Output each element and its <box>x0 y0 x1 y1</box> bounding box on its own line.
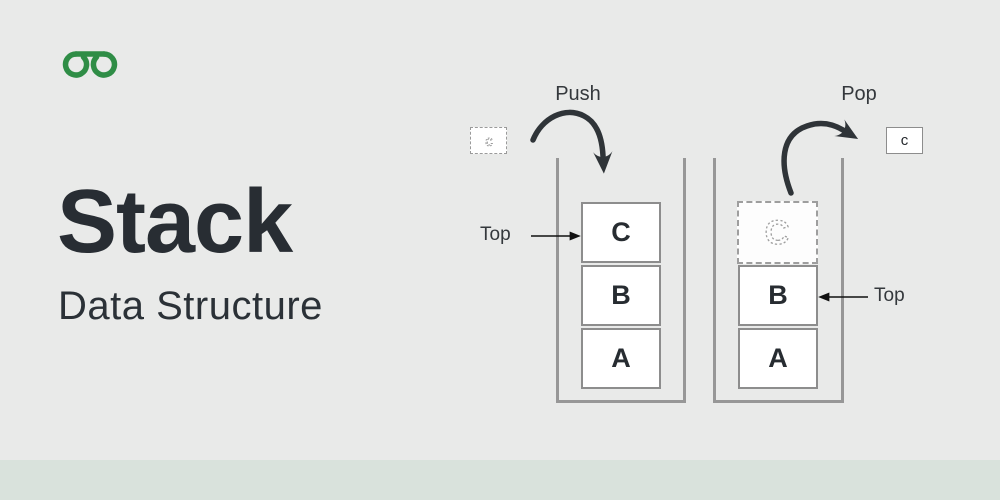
push-operation-label: Push <box>555 83 601 105</box>
pop-arrow <box>781 119 859 196</box>
pop-operation-label: Pop <box>841 83 877 105</box>
push-incoming-item-box: c <box>470 127 507 154</box>
pop-stack-ghost-item: C <box>737 201 818 264</box>
push-stack-item-a: A <box>581 328 661 389</box>
pop-ghost-glyph: C <box>764 213 790 252</box>
push-top-arrow <box>531 231 581 241</box>
pop-top-arrow <box>818 292 868 302</box>
pop-stack-item-b-label: B <box>768 280 788 310</box>
push-stack-item-b: B <box>581 265 661 326</box>
push-incoming-item-glyph: c <box>484 132 493 150</box>
page-title: Stack <box>57 172 293 272</box>
push-stack-item-b-label: B <box>611 280 631 310</box>
pop-stack-container <box>713 158 844 403</box>
page-subtitle: Data Structure <box>58 284 323 328</box>
pop-popped-item-box: c <box>886 127 923 154</box>
pop-stack-item-a: A <box>738 328 818 389</box>
pop-top-label: Top <box>874 285 905 306</box>
svg-text:C: C <box>765 214 790 252</box>
push-stack-container <box>556 158 686 403</box>
pop-stack-item-b: B <box>738 265 818 326</box>
push-stack-item-c: C <box>581 202 661 263</box>
push-stack-item-c-label: C <box>611 217 631 247</box>
pop-stack-item-a-label: A <box>768 343 788 373</box>
svg-text:c: c <box>485 133 493 150</box>
pop-popped-item-label: c <box>900 132 909 149</box>
footer-strip <box>0 460 1000 500</box>
push-stack-item-a-label: A <box>611 343 631 373</box>
geeksforgeeks-logo <box>62 51 118 78</box>
push-top-label: Top <box>480 224 511 245</box>
push-arrow <box>530 109 613 174</box>
